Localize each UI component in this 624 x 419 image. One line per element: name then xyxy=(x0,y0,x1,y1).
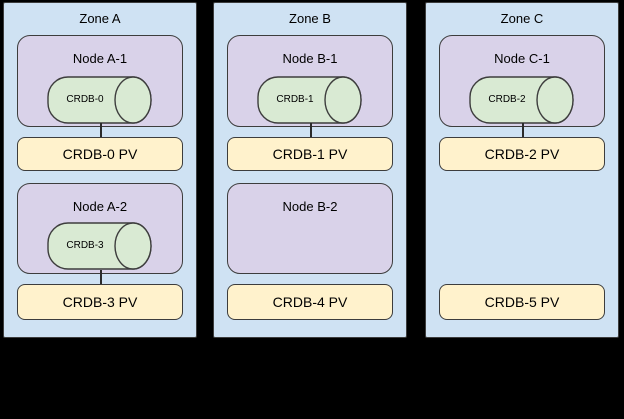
pv-crdb-5: CRDB-5 PV xyxy=(439,284,605,320)
zone-c: Zone C Node C-1 CRDB-2 CRDB-2 PV CRDB-5 … xyxy=(425,2,619,338)
pod-crdb-0: CRDB-0 xyxy=(47,76,153,124)
pv-crdb-4: CRDB-4 PV xyxy=(227,284,393,320)
zone-a-title: Zone A xyxy=(79,11,121,26)
node-a1: Node A-1 CRDB-0 xyxy=(17,35,183,127)
node-b1-title: Node B-1 xyxy=(282,51,338,66)
pod-label: CRDB-1 xyxy=(276,94,314,105)
node-c1: Node C-1 CRDB-2 xyxy=(439,35,605,127)
pod-crdb-3: CRDB-3 xyxy=(47,222,153,270)
database-cylinder-icon xyxy=(47,76,152,124)
zone-a: Zone A Node A-1 CRDB-0 CRDB-0 PV Node A-… xyxy=(3,2,197,338)
pod-crdb-2: CRDB-2 xyxy=(469,76,575,124)
database-cylinder-icon xyxy=(469,76,574,124)
node-a1-title: Node A-1 xyxy=(72,51,128,66)
pv-crdb-3: CRDB-3 PV xyxy=(17,284,183,320)
node-c1-title: Node C-1 xyxy=(494,51,550,66)
pod-to-pv-connector xyxy=(100,123,102,138)
pod-label: CRDB-3 xyxy=(66,240,104,251)
pod-crdb-1: CRDB-1 xyxy=(257,76,363,124)
zone-b: Zone B Node B-1 CRDB-1 CRDB-1 PV Node B-… xyxy=(213,2,407,338)
pv-crdb-2: CRDB-2 PV xyxy=(439,137,605,171)
node-a2-title: Node A-2 xyxy=(72,199,128,214)
pv-crdb-1: CRDB-1 PV xyxy=(227,137,393,171)
pod-label: CRDB-0 xyxy=(66,94,104,105)
database-cylinder-icon xyxy=(47,222,152,270)
node-b2-title: Node B-2 xyxy=(282,199,338,214)
pod-to-pv-connector xyxy=(522,123,524,138)
node-a2: Node A-2 CRDB-3 xyxy=(17,183,183,274)
zone-c-title: Zone C xyxy=(500,11,544,26)
pod-to-pv-connector xyxy=(310,123,312,138)
pod-to-pv-connector xyxy=(100,270,102,285)
pv-crdb-0: CRDB-0 PV xyxy=(17,137,183,171)
node-b1: Node B-1 CRDB-1 xyxy=(227,35,393,127)
node-b2: Node B-2 xyxy=(227,183,393,274)
database-cylinder-icon xyxy=(257,76,362,124)
pod-label: CRDB-2 xyxy=(488,94,526,105)
zone-b-title: Zone B xyxy=(289,11,331,26)
